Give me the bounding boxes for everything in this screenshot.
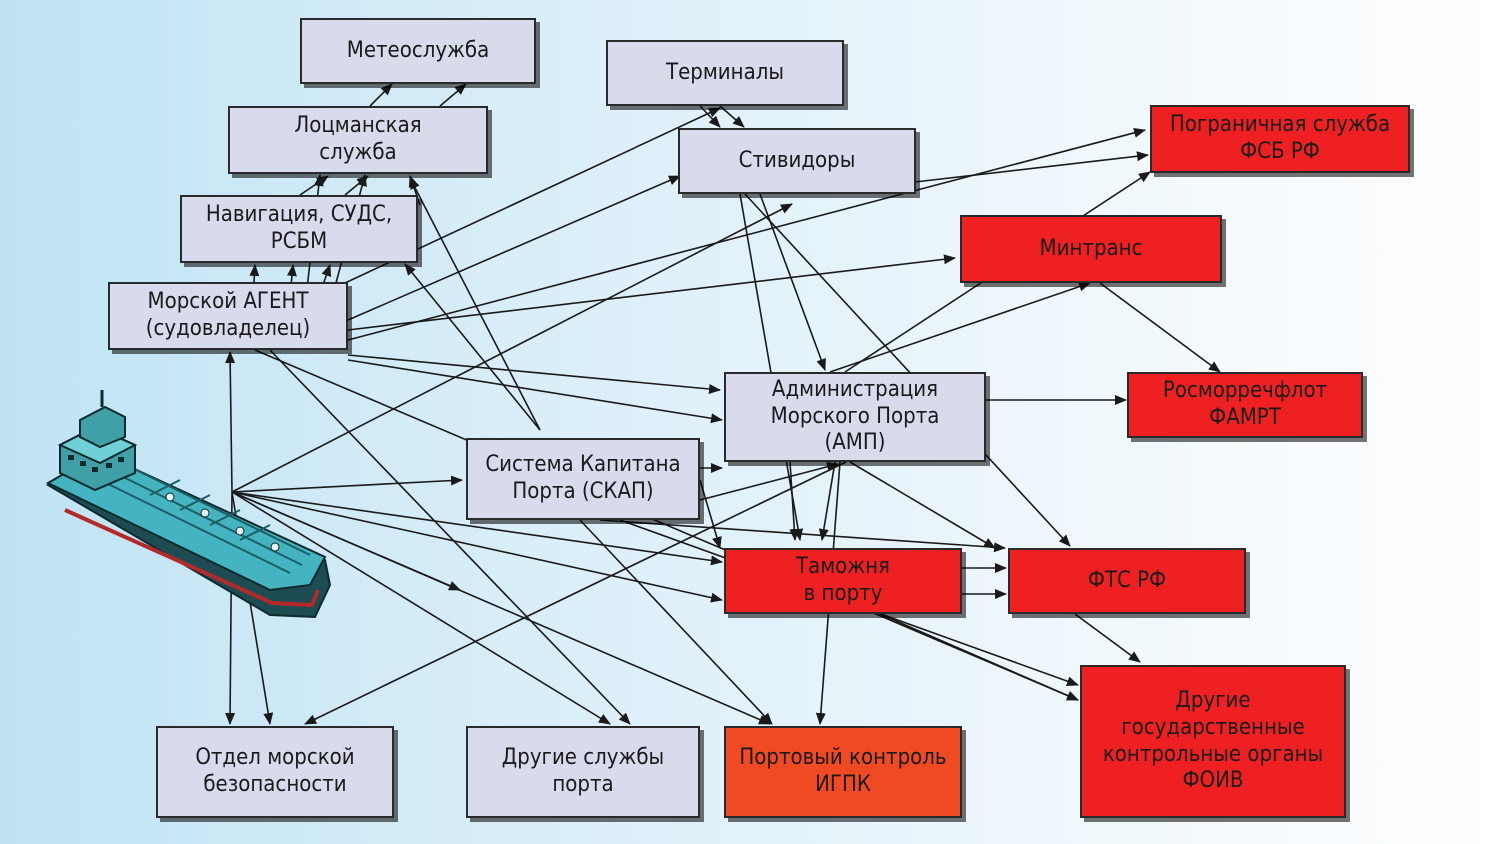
node-label-line: в порту <box>803 581 883 606</box>
node-mintrans: Минтранс <box>960 215 1222 283</box>
node-label-line: Порта (СКАП) <box>512 479 654 504</box>
arrow-32 <box>739 193 804 541</box>
node-label-line: Другие службы <box>501 745 665 771</box>
node-label-line: ФОИВ <box>1182 768 1244 794</box>
node-label-line: Минтранс <box>1039 235 1143 261</box>
arrow-46 <box>699 461 839 501</box>
arrow-17 <box>347 354 721 394</box>
node-label-line: Стивидоры <box>738 147 856 173</box>
arrow-47 <box>699 479 722 549</box>
node-federal-customs-service: ФТС РФ <box>1008 548 1246 614</box>
arrow-43 <box>789 461 800 541</box>
node-label-line: Морской АГЕНТ <box>147 289 309 315</box>
arrow-22 <box>299 175 329 196</box>
node-label-line: служба <box>319 140 397 165</box>
arrow-35 <box>914 151 1149 183</box>
arrow-37 <box>829 281 1091 373</box>
node-label-line: Администрация <box>771 376 939 402</box>
node-label-line: Таможня <box>796 554 890 580</box>
arrow-33 <box>759 193 826 371</box>
node-label-line: Морского Порта <box>770 403 940 429</box>
node-label-line: ФАМРТ <box>1209 405 1281 430</box>
arrow-8 <box>231 203 793 493</box>
node-label-line: Другие <box>1175 687 1251 713</box>
arrow-42 <box>304 461 847 725</box>
arrow-23 <box>344 175 369 196</box>
node-label-line: Портовый контроль <box>739 745 947 771</box>
node-label-line: Система Капитана <box>485 452 681 478</box>
arrow-39 <box>818 461 836 541</box>
node-label-line: Росморречфлот <box>1162 378 1328 404</box>
node-label-line: порта <box>552 772 614 797</box>
arrow-54 <box>1074 613 1141 663</box>
node-label-line: ИГПК <box>815 772 871 797</box>
node-terminals: Терминалы <box>606 40 844 106</box>
arrow-25 <box>369 83 393 107</box>
arrow-28 <box>404 263 541 431</box>
arrow-6 <box>231 491 611 725</box>
node-navigation-vts: Навигация, СУДС,РСБМ <box>180 195 418 263</box>
arrow-41 <box>849 461 996 549</box>
arrow-31 <box>719 105 745 128</box>
arrow-44 <box>1099 282 1221 373</box>
arrow-30 <box>699 105 721 128</box>
arrow-4 <box>231 491 723 566</box>
arrow-53 <box>879 613 1079 701</box>
arrow-48 <box>599 519 1006 553</box>
arrow-34 <box>744 193 1071 547</box>
node-label-line: Пограничная служба <box>1169 112 1391 138</box>
arrow-18 <box>347 359 723 424</box>
node-sea-agent: Морской АГЕНТ(судовладелец) <box>108 282 348 350</box>
node-label-line: Терминалы <box>666 59 784 85</box>
arrow-20 <box>269 349 631 725</box>
arrow-49 <box>579 519 773 725</box>
arrow-5 <box>231 491 723 603</box>
arrow-0 <box>225 351 236 493</box>
node-label-line: государственные <box>1121 714 1305 740</box>
arrow-3 <box>231 475 463 493</box>
node-label-line: (судовладелец) <box>145 316 311 341</box>
arrow-16 <box>347 254 956 331</box>
node-label-line: Метеослужба <box>346 37 490 63</box>
node-label-line: контрольные органы <box>1102 741 1324 767</box>
tanker-ship-icon <box>45 390 332 619</box>
node-label-line: Навигация, СУДС, <box>205 202 393 228</box>
node-label-line: Отдел морской <box>195 745 355 771</box>
arrow-29 <box>409 177 541 431</box>
node-meteo-service: Метеослужба <box>300 18 536 84</box>
node-label-line: безопасности <box>203 772 347 797</box>
node-label-line: Лоцманская <box>294 113 422 139</box>
node-label-line: РСБМ <box>270 229 328 254</box>
arrow-26 <box>439 83 467 107</box>
node-stevedores: Стивидоры <box>678 128 916 194</box>
arrow-9 <box>231 491 461 591</box>
arrow-15 <box>347 175 681 321</box>
node-label-line: ФСБ РФ <box>1240 139 1320 164</box>
node-label-line: ФТС РФ <box>1087 567 1167 593</box>
node-label-line: (АМП) <box>824 430 886 456</box>
